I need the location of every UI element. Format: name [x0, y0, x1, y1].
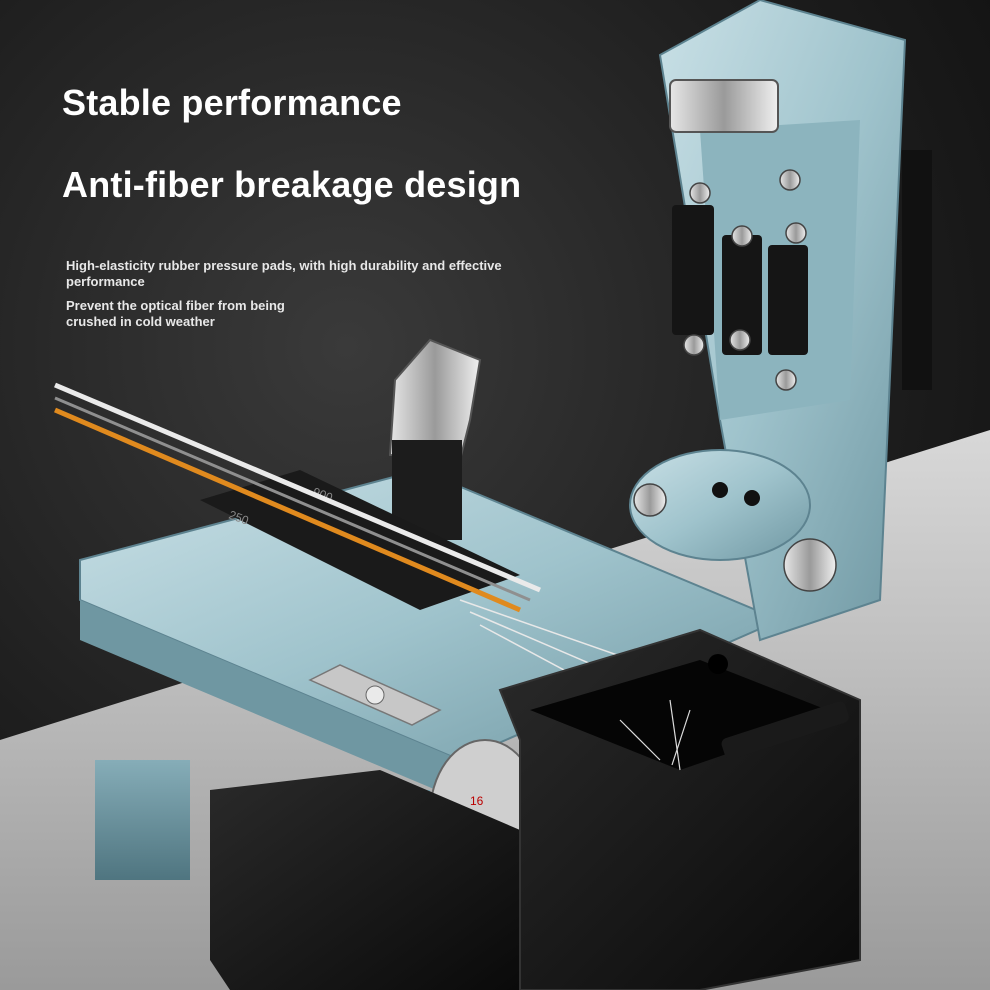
- headline-stable-performance: Stable performance: [62, 82, 402, 123]
- bin-hole: [708, 654, 728, 674]
- clamp-block-right: [768, 245, 808, 355]
- slot-label-250: 250: [227, 508, 251, 528]
- arm-screws: [683, 169, 807, 391]
- fiber-white: [54, 382, 541, 593]
- hinge-hole-2: [744, 490, 760, 506]
- bin-opening: [530, 660, 840, 770]
- fiber-orange: [54, 407, 521, 613]
- top-slot: [669, 79, 779, 133]
- fiber-grey: [54, 396, 531, 602]
- hinge-bolt-right: [783, 538, 837, 592]
- dial-number: 16: [470, 794, 484, 808]
- cross-screw: [365, 685, 385, 705]
- feature-text-cold-weather: Prevent the optical fiber from being cru…: [66, 298, 285, 329]
- side-black-block: [902, 150, 932, 390]
- feature-text-rubber-pads: High-elasticity rubber pressure pads, wi…: [66, 258, 502, 289]
- chrome-lever: [388, 338, 482, 462]
- headline-anti-fiber-breakage: Anti-fiber breakage design: [62, 164, 522, 205]
- hinge-hole-1: [712, 482, 728, 498]
- base-leg-left: [95, 760, 190, 880]
- clamp-block-mid: [722, 235, 762, 355]
- bin-fiber-scraps: [619, 699, 691, 771]
- hinge-bolt-left: [633, 483, 667, 517]
- hinge-knuckle: [629, 449, 811, 561]
- bin-handle: [721, 701, 849, 760]
- front-black-housing: [210, 770, 520, 990]
- base-plate-side: [80, 600, 460, 800]
- clamp-block-left: [672, 205, 714, 335]
